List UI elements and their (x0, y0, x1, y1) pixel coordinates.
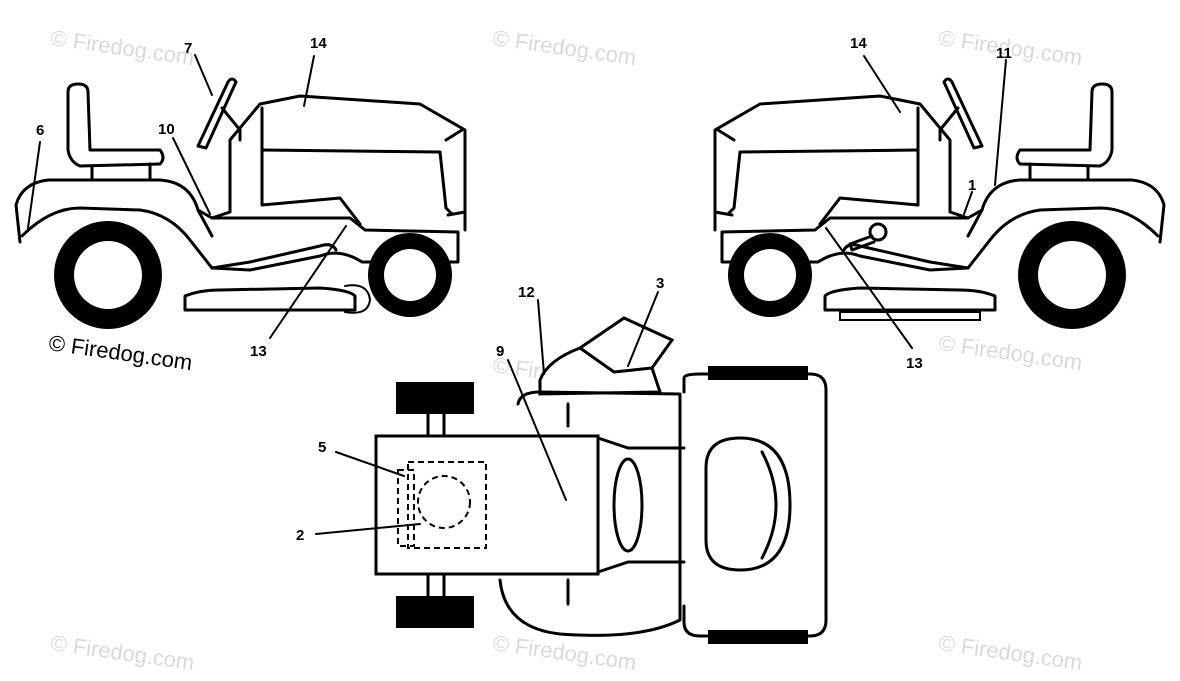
callout-9: 9 (496, 343, 504, 360)
callout-lines-top (315, 291, 659, 535)
callout-7: 7 (184, 40, 192, 57)
watermark: © Firedog.com (491, 25, 638, 70)
callout-5: 5 (318, 439, 326, 456)
callout-lines-left (27, 54, 347, 339)
tractor-left-side-view (14, 77, 467, 329)
callout-11: 11 (996, 45, 1012, 62)
callout-13-right: 13 (906, 355, 923, 372)
watermark: © Firedog.com (491, 630, 638, 675)
callout-12: 12 (518, 284, 535, 301)
callout-labels: 6 7 10 14 13 14 11 1 13 12 3 9 5 2 (36, 35, 1012, 544)
copyright-label: © Firedog.com (47, 330, 194, 375)
tractor-right-side-view (713, 77, 1166, 329)
watermarks: © Firedog.com © Firedog.com © Firedog.co… (49, 25, 1084, 675)
tractor-top-view (374, 316, 828, 644)
callout-6: 6 (36, 122, 44, 139)
callout-13-left: 13 (250, 343, 267, 360)
callout-14-right: 14 (850, 35, 867, 52)
watermark: © Firedog.com (49, 630, 196, 675)
watermark: © Firedog.com (937, 630, 1084, 675)
callout-2: 2 (296, 527, 304, 544)
watermark: © Firedog.com (937, 330, 1084, 375)
callout-14-left: 14 (310, 35, 327, 52)
callout-3: 3 (656, 275, 664, 292)
watermark: © Firedog.com (49, 25, 196, 70)
callout-1: 1 (968, 177, 976, 194)
callout-lines-right (825, 55, 1007, 349)
callout-10: 10 (158, 121, 175, 138)
